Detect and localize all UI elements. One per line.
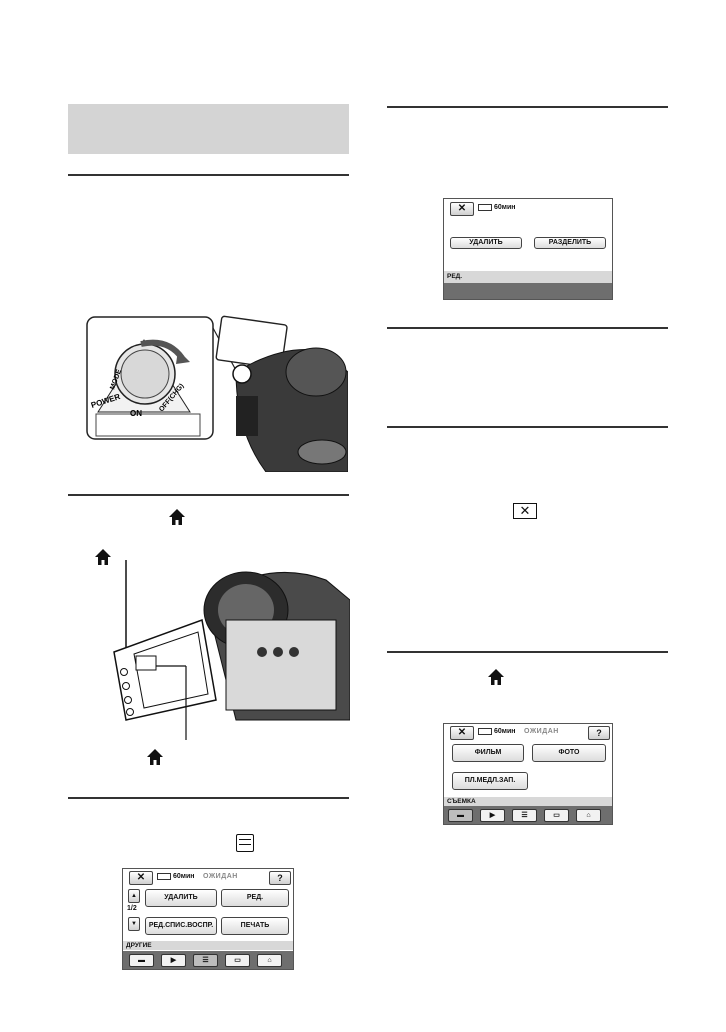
- category-band: ДРУГИЕ: [123, 941, 293, 950]
- tab-shooting[interactable]: ▬: [129, 954, 154, 967]
- camera-lcd-open-illustration: [113, 560, 350, 740]
- tab-manage[interactable]: ▭: [225, 954, 250, 967]
- home-icon: [488, 669, 504, 685]
- scroll-down-button[interactable]: ▼: [128, 917, 140, 931]
- battery-indicator: 60мин: [157, 872, 195, 882]
- dial-on-label: ON: [130, 409, 142, 418]
- tab-view[interactable]: ▶: [161, 954, 186, 967]
- help-button[interactable]: ?: [588, 726, 610, 740]
- tab-settings[interactable]: ⌂: [257, 954, 282, 967]
- step-6-rule: [387, 426, 668, 428]
- close-button[interactable]: ✕: [450, 726, 474, 740]
- tab-view[interactable]: ▶: [480, 809, 505, 822]
- step-2-rule: [68, 494, 349, 496]
- battery-indicator: 60мин: [478, 203, 516, 213]
- help-button[interactable]: ?: [269, 871, 291, 885]
- lcd-edit-screen: ✕ 60мин УДАЛИТЬ РАЗДЕЛИТЬ РЕД.: [443, 198, 613, 300]
- other-category-icon: [236, 834, 254, 852]
- step-4-rule: [387, 106, 668, 108]
- step-1-rule: [68, 174, 349, 176]
- delete-button[interactable]: УДАЛИТЬ: [145, 889, 217, 907]
- step-5-rule: [387, 327, 668, 329]
- photo-button[interactable]: ФОТО: [532, 744, 606, 762]
- tab-settings[interactable]: ⌂: [576, 809, 601, 822]
- step-7-rule: [387, 651, 668, 653]
- category-band: СЪЕМКА: [444, 797, 612, 806]
- close-button[interactable]: ✕: [450, 202, 474, 216]
- edit-button[interactable]: РЕД.: [221, 889, 289, 907]
- camera-power-switch-illustration: POWER MODE ON OFF(CHG): [86, 315, 348, 472]
- movie-button[interactable]: ФИЛЬМ: [452, 744, 524, 762]
- scroll-up-button[interactable]: ▲: [128, 889, 140, 903]
- step-3-rule: [68, 797, 349, 799]
- lcd-home-other-screen: ✕ 60мин ОЖИДАН ? ▲ ▼ 1/2 УДАЛИТЬ РЕД. РЕ…: [122, 868, 294, 970]
- delete-button[interactable]: УДАЛИТЬ: [450, 237, 522, 249]
- tab-manage[interactable]: ▭: [544, 809, 569, 822]
- section-header-box: [68, 104, 349, 154]
- divide-button[interactable]: РАЗДЕЛИТЬ: [534, 237, 606, 249]
- category-band: РЕД.: [444, 271, 612, 283]
- home-icon: [95, 549, 111, 565]
- lcd-home-shoot-screen: ✕ 60мин ОЖИДАН ? ФИЛЬМ ФОТО ПЛ.МЕДЛ.ЗАП.…: [443, 723, 613, 825]
- playlist-edit-button[interactable]: РЕД.СПИС.ВОСПР.: [145, 917, 217, 935]
- bottom-bar: [444, 283, 612, 299]
- tab-other[interactable]: ☰: [193, 954, 218, 967]
- category-tab-bar: ▬ ▶ ☰ ▭ ⌂: [444, 806, 612, 824]
- print-button[interactable]: ПЕЧАТЬ: [221, 917, 289, 935]
- tab-shooting[interactable]: ▬: [448, 809, 473, 822]
- battery-indicator: 60мин: [478, 727, 516, 737]
- smooth-slow-rec-button[interactable]: ПЛ.МЕДЛ.ЗАП.: [452, 772, 528, 790]
- close-button[interactable]: ✕: [129, 871, 153, 885]
- home-icon: [169, 509, 185, 525]
- tab-other[interactable]: ☰: [512, 809, 537, 822]
- standby-status: ОЖИДАН: [524, 728, 559, 735]
- category-tab-bar: ▬ ▶ ☰ ▭ ⌂: [123, 951, 293, 969]
- home-icon: [147, 749, 163, 765]
- standby-status: ОЖИДАН: [203, 873, 238, 880]
- page-indicator: 1/2: [127, 905, 137, 912]
- close-x-icon: ✕: [513, 503, 537, 519]
